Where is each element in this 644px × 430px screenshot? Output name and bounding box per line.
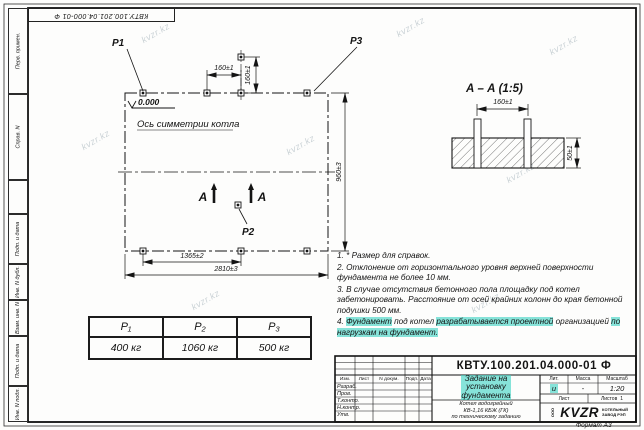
frame-cell: Подп. и дата bbox=[8, 214, 28, 264]
note-4-part: под котел bbox=[391, 317, 437, 326]
load-table-header: P₁ bbox=[89, 317, 163, 337]
rev-col-header: Дата bbox=[420, 376, 431, 382]
load-point-p1-label: P1 bbox=[112, 38, 125, 49]
notes-block: 1. * Размер для справок. 2. Отклонение о… bbox=[337, 251, 635, 339]
top-left-stamp: КВТУ.100.201.04.000-01 Ф bbox=[28, 8, 175, 22]
dim-50: 50±1 bbox=[567, 145, 574, 161]
dim-160-vertical: 160±1 bbox=[245, 65, 252, 85]
logo-caption: КОТЕЛЬНЫЙ ЗАВОД РЭП bbox=[602, 406, 629, 417]
role-label: Т.контр. bbox=[337, 397, 360, 404]
frame-cell-label: Подп. и дата bbox=[15, 221, 21, 257]
note-2: 2. Отклонение от горизонтального уровня … bbox=[337, 262, 594, 283]
rev-col-header: Лист bbox=[358, 376, 370, 382]
elevation-mark: 0.000 bbox=[127, 97, 175, 109]
anchor-bolt bbox=[523, 118, 532, 169]
rev-col-header: Изм. bbox=[339, 376, 351, 382]
role-label: Утв. bbox=[337, 411, 350, 418]
load-table-value: 1060 кг bbox=[163, 337, 237, 359]
frame-cell: Взам. инв. N bbox=[8, 300, 28, 336]
note-3: 3. В случае отсутствия бетонного пола пл… bbox=[337, 284, 623, 315]
rev-col-header: Подп. bbox=[405, 376, 419, 382]
dim-960: 960±3 bbox=[336, 162, 343, 182]
frame-cell-label: Справ. N bbox=[15, 125, 22, 149]
sheet-label: Лист bbox=[558, 395, 570, 402]
doc-title: Задание на установку фундамента bbox=[432, 373, 540, 401]
doc-subtitle: Котел водогрейный КВ-1,16 КБЖ (ГК) по те… bbox=[451, 400, 521, 421]
frame-cell-label: Инв. N подл. bbox=[15, 387, 21, 421]
section-dimensions: 160±1 50±1 bbox=[476, 99, 581, 169]
section-letter-right: А bbox=[257, 190, 267, 204]
note-1: 1. * Размер для справок. bbox=[337, 251, 431, 260]
role-label: Разраб. bbox=[337, 383, 357, 390]
leader-p2 bbox=[238, 208, 248, 225]
rev-col-header: N докум. bbox=[379, 376, 399, 382]
section-cut-marks: А А bbox=[198, 183, 267, 204]
plan-dimensions: 160±1 160±1 960±3 1365±2 2810±3 bbox=[124, 56, 349, 279]
logo-prefix: ООО bbox=[550, 407, 556, 418]
dim-160-horizontal: 160±1 bbox=[214, 65, 234, 72]
note-4-part: 4. bbox=[337, 317, 347, 326]
note-4: 4. Фундамент под котел разрабатывается п… bbox=[337, 317, 635, 338]
frame-cell: Перв. примен. bbox=[8, 8, 28, 94]
frame-cell: Справ. N bbox=[8, 94, 28, 180]
sheets-cell: Листов 1 bbox=[588, 394, 636, 403]
load-table-value: 400 кг bbox=[89, 337, 163, 359]
top-left-stamp-text: КВТУ.100.201.04.000-01 Ф bbox=[54, 11, 149, 19]
lit-value-text: и bbox=[549, 384, 559, 393]
dim-1365: 1365±2 bbox=[180, 253, 203, 260]
frame-cell bbox=[8, 180, 28, 214]
role-label: Пров. bbox=[337, 390, 352, 397]
frame-cell-label: Взам. инв. N bbox=[15, 301, 22, 335]
sheet-frame bbox=[3, 3, 641, 427]
elevation-value: 0.000 bbox=[138, 97, 160, 107]
scale-label: Масштаб bbox=[606, 376, 628, 382]
dim-160-section: 160±1 bbox=[493, 99, 513, 106]
lit-label: Лит. bbox=[549, 376, 559, 382]
load-table: P₁ P₂ P₃ 400 кг 1060 кг 500 кг bbox=[88, 316, 312, 360]
frame-cell-label: Перв. примен. bbox=[15, 32, 21, 70]
sheets-label: Листов bbox=[600, 395, 618, 402]
left-frame-strip: Перв. примен. Справ. N Подп. и дата Инв.… bbox=[8, 8, 28, 422]
symmetry-axis-label: Ось симметрии котла bbox=[137, 119, 239, 130]
mass-value: - bbox=[581, 384, 585, 393]
load-table-value: 500 кг bbox=[237, 337, 311, 359]
scale-value: 1:20 bbox=[609, 384, 625, 393]
doc-number: КВТУ.100.201.04.000-01 Ф bbox=[456, 359, 612, 372]
mass-label: Масса bbox=[575, 376, 591, 382]
section-letter-left: А bbox=[198, 190, 208, 204]
plan-view: P1 P3 P2 А А 160±1 160±1 bbox=[112, 36, 363, 279]
section-view-title: А – А (1:5) bbox=[465, 83, 523, 95]
format-label: Формат А3 bbox=[576, 422, 612, 429]
title-block-grid bbox=[334, 355, 637, 423]
load-table-header: P₂ bbox=[163, 317, 237, 337]
note-4-part: Фундамент bbox=[346, 317, 392, 326]
frame-cell-label: Инв. N дубл. bbox=[15, 266, 21, 298]
load-table-header: P₃ bbox=[237, 317, 311, 337]
logo-text: KVZR bbox=[560, 405, 600, 420]
load-point-p2-label: P2 bbox=[242, 227, 255, 238]
doc-title-text: Задание на установку фундамента bbox=[461, 373, 511, 401]
leader-p1 bbox=[126, 48, 144, 92]
sheets-value: 1 bbox=[620, 395, 624, 402]
company-logo: ООО KVZR КОТЕЛЬНЫЙ ЗАВОД РЭП bbox=[541, 404, 635, 421]
frame-cell: Инв. N подл. bbox=[8, 386, 28, 422]
lit-value: и bbox=[540, 383, 568, 394]
foundation-section-block bbox=[451, 137, 565, 169]
note-4-part: организацией bbox=[553, 317, 612, 326]
load-point-p3-label: P3 bbox=[350, 36, 363, 47]
dim-2810: 2810±3 bbox=[213, 266, 237, 273]
role-label: Н.контр. bbox=[337, 404, 361, 411]
frame-cell: Инв. N дубл. bbox=[8, 264, 28, 300]
frame-cell: Подп. и дата bbox=[8, 336, 28, 386]
section-view: А – А (1:5) 160±1 50±1 bbox=[451, 83, 581, 169]
leader-p3 bbox=[313, 46, 358, 92]
anchor-bolt bbox=[473, 118, 482, 169]
frame-cell-label: Подп. и дата bbox=[15, 343, 21, 379]
note-4-part: разрабатывается проектной bbox=[436, 317, 554, 326]
